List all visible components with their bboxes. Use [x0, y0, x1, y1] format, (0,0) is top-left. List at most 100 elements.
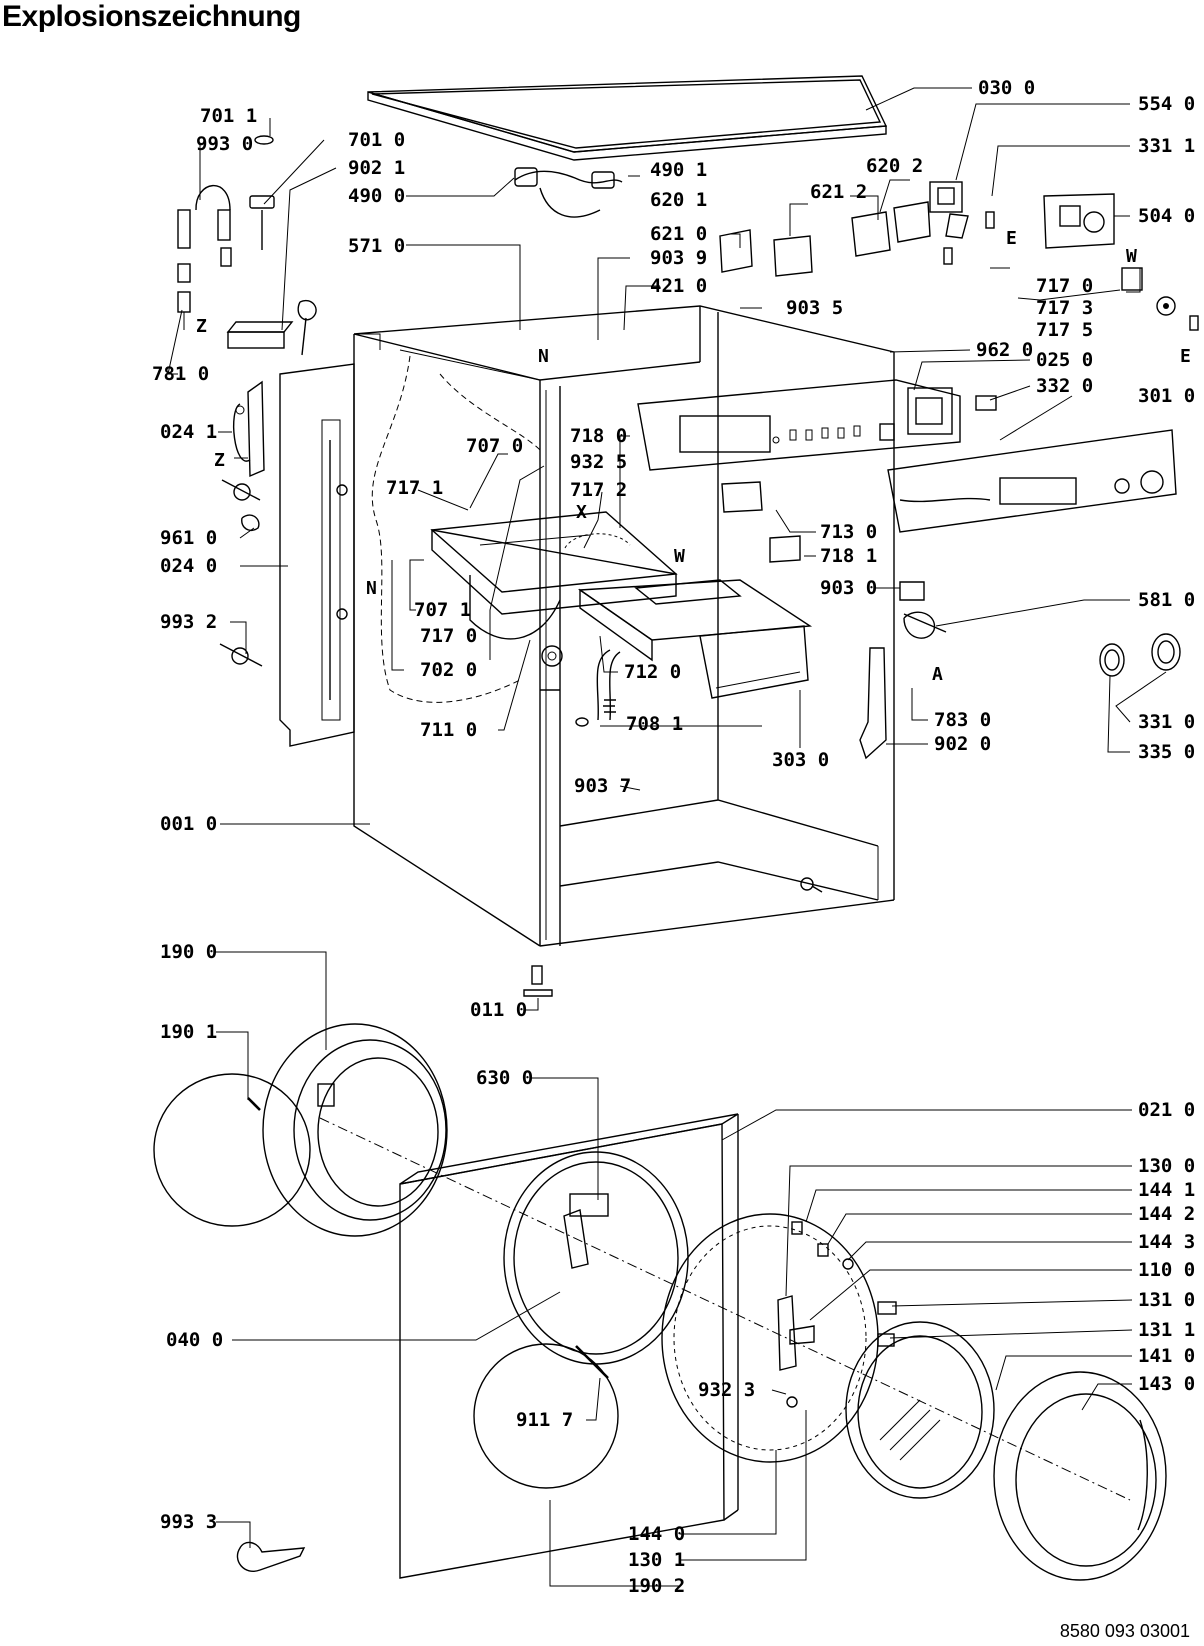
- label-131-0: 131 0: [1138, 1289, 1195, 1311]
- label-332-0: 332 0: [1036, 375, 1093, 397]
- label-554-0: 554 0: [1138, 93, 1195, 115]
- label-701-1: 701 1: [200, 105, 257, 127]
- label-303-0: 303 0: [772, 749, 829, 771]
- label-717-0-top: 717 0: [1036, 275, 1093, 297]
- label-903-5: 903 5: [786, 297, 843, 319]
- top-panel: [367, 75, 888, 161]
- label-144-1: 144 1: [1138, 1179, 1195, 1201]
- part-labels: 701 1 993 0 701 0 902 1 490 0 490 1 030 …: [152, 77, 1195, 1597]
- label-962-0: 962 0: [976, 339, 1033, 361]
- label-717-5: 717 5: [1036, 319, 1093, 341]
- door-porthole-left: [153, 1023, 448, 1237]
- label-718-1: 718 1: [820, 545, 877, 567]
- label-911-7: 911 7: [516, 1409, 573, 1431]
- switch-modules: [719, 201, 931, 277]
- marker-z: Z: [196, 316, 207, 337]
- label-902-0: 902 0: [934, 733, 991, 755]
- marker-w: W: [1126, 246, 1137, 267]
- label-021-0: 021 0: [1138, 1099, 1195, 1121]
- heater-element: [233, 380, 265, 478]
- label-620-2: 620 2: [866, 155, 923, 177]
- label-717-3: 717 3: [1036, 297, 1093, 319]
- label-993-2: 993 2: [160, 611, 217, 633]
- label-993-0: 993 0: [196, 133, 253, 155]
- label-711-0: 711 0: [420, 719, 477, 741]
- marker-a: A: [932, 664, 943, 685]
- leader-lines: [167, 87, 1167, 1587]
- label-131-1: 131 1: [1138, 1319, 1195, 1341]
- label-713-0: 713 0: [820, 521, 877, 543]
- label-993-3: 993 3: [160, 1511, 217, 1533]
- door-glass: [845, 1321, 995, 1499]
- marker-e: E: [1006, 228, 1017, 249]
- label-932-5: 932 5: [570, 451, 627, 473]
- label-024-1: 024 1: [160, 421, 217, 443]
- label-490-0: 490 0: [348, 185, 405, 207]
- control-buttons: [772, 425, 861, 444]
- label-717-1: 717 1: [386, 477, 443, 499]
- label-030-0: 030 0: [978, 77, 1035, 99]
- label-903-9: 903 9: [650, 247, 707, 269]
- label-190-2: 190 2: [628, 1575, 685, 1597]
- label-335-0: 335 0: [1138, 741, 1195, 763]
- label-621-2: 621 2: [810, 181, 867, 203]
- document-number: 8580 093 03001: [1059, 1621, 1190, 1641]
- label-001-0: 001 0: [160, 813, 217, 835]
- small-left-parts: [219, 479, 263, 667]
- label-781-0: 781 0: [152, 363, 209, 385]
- label-717-2: 717 2: [570, 479, 627, 501]
- side-panel: [279, 363, 355, 747]
- cabinet: [353, 305, 895, 947]
- label-712-0: 712 0: [624, 661, 681, 683]
- label-718-0: 718 0: [570, 425, 627, 447]
- detergent-drawer: [577, 579, 813, 699]
- label-620-1: 620 1: [650, 189, 707, 211]
- axis-line: [319, 1117, 1131, 1501]
- page-title: Explosionszeichnung: [2, 0, 301, 33]
- label-130-0: 130 0: [1138, 1155, 1195, 1177]
- control-panel: [637, 379, 961, 471]
- marker-n: N: [366, 578, 377, 599]
- label-190-0: 190 0: [160, 941, 217, 963]
- label-110-0: 110 0: [1138, 1259, 1195, 1281]
- label-783-0: 783 0: [934, 709, 991, 731]
- label-571-0: 571 0: [348, 235, 405, 257]
- marker-w: W: [674, 546, 685, 567]
- front-panel: [399, 1113, 739, 1579]
- top-right-components: [929, 181, 1199, 331]
- bracket-parts: [721, 247, 997, 760]
- label-024-0: 024 0: [160, 555, 217, 577]
- drain-hose: [575, 649, 621, 727]
- label-961-0: 961 0: [160, 527, 217, 549]
- label-301-0: 301 0: [1138, 385, 1195, 407]
- label-144-2: 144 2: [1138, 1203, 1195, 1225]
- inlet-hose: [514, 167, 623, 218]
- marker-x: X: [576, 502, 587, 523]
- label-144-3: 144 3: [1138, 1231, 1195, 1253]
- marker-n: N: [538, 346, 549, 367]
- label-903-7: 903 7: [574, 775, 631, 797]
- tool-wrench: [236, 1541, 306, 1572]
- label-141-0: 141 0: [1138, 1345, 1195, 1367]
- door-ring: [661, 1213, 897, 1463]
- label-040-0: 040 0: [166, 1329, 223, 1351]
- label-903-0: 903 0: [820, 577, 877, 599]
- label-707-1: 707 1: [414, 599, 471, 621]
- label-902-1: 902 1: [348, 157, 405, 179]
- label-331-0: 331 0: [1138, 711, 1195, 733]
- fascia-panel: [887, 429, 1177, 533]
- dispenser-housing: [430, 511, 678, 667]
- label-421-0: 421 0: [650, 275, 707, 297]
- label-190-1: 190 1: [160, 1021, 217, 1043]
- label-143-0: 143 0: [1138, 1373, 1195, 1395]
- label-331-1: 331 1: [1138, 135, 1195, 157]
- inlet-valve-assembly: [177, 135, 317, 356]
- connection-markers: Z Z N N E E W W X A: [196, 228, 1191, 685]
- label-025-0: 025 0: [1036, 349, 1093, 371]
- label-707-0: 707 0: [466, 435, 523, 457]
- marker-e: E: [1180, 346, 1191, 367]
- screw-cap-right: [1099, 633, 1181, 677]
- label-490-1: 490 1: [650, 159, 707, 181]
- label-144-0: 144 0: [628, 1523, 685, 1545]
